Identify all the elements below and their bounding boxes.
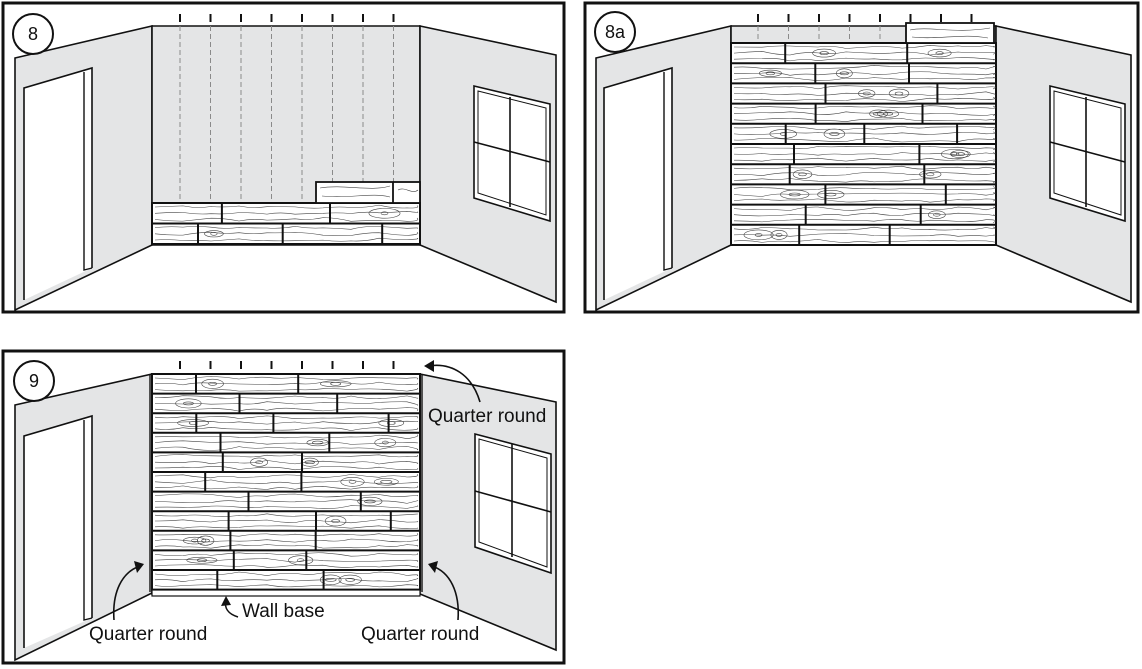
window-icon (1049, 84, 1126, 223)
badge: 9 (13, 360, 55, 402)
panel-8a: 8a (583, 1, 1140, 314)
badge: 8 (12, 13, 54, 55)
door-icon (603, 66, 673, 300)
curved-arrow-icon (428, 561, 460, 621)
panel-8: 8 (1, 1, 566, 314)
partial-plank-row (315, 181, 421, 204)
plank-rows (151, 202, 421, 245)
door-icon (23, 414, 93, 648)
quarter-round-left-label: Quarter round (89, 624, 207, 645)
quarter-round-right-label: Quarter round (361, 624, 479, 645)
window-icon (474, 432, 552, 575)
curved-arrow-icon (424, 360, 481, 403)
svg-text:9: 9 (29, 371, 39, 391)
stud-marks (179, 14, 395, 200)
panel-9: Quarter round Quarter round Quarter roun… (1, 349, 566, 665)
badge: 8a (594, 11, 636, 53)
svg-text:8a: 8a (605, 22, 626, 42)
stud-marks (179, 361, 395, 369)
curved-arrow-icon (221, 596, 239, 618)
plank-rows (730, 42, 997, 246)
svg-text:8: 8 (28, 24, 38, 44)
plank-rows (151, 373, 421, 591)
wall-base (151, 589, 421, 597)
wall-base-label: Wall base (242, 601, 325, 622)
door-icon (23, 66, 93, 300)
curved-arrow-icon (112, 561, 144, 621)
window-icon (473, 84, 551, 223)
top-partial-plank (905, 22, 995, 44)
quarter-round-top-label: Quarter round (428, 406, 546, 427)
